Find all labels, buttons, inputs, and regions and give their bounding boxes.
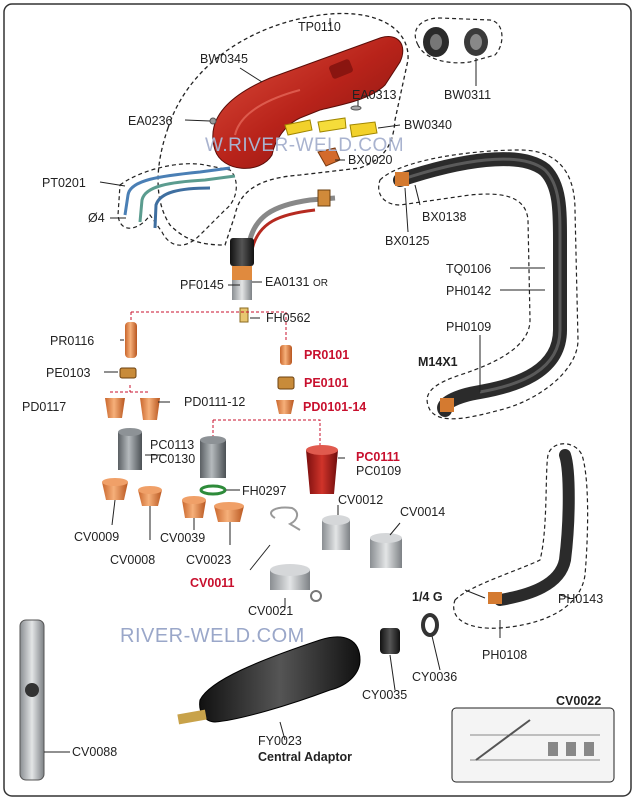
label-pe0103: PE0103 xyxy=(46,366,91,380)
label-pc0130: PC0130 xyxy=(150,452,196,466)
label-bw0340: BW0340 xyxy=(404,118,452,132)
label-quarter-g: 1/4 G xyxy=(412,590,443,604)
label-ph0142: PH0142 xyxy=(446,284,492,298)
label-ea0131-code: EA0131 xyxy=(265,275,310,289)
label-m14x1: M14X1 xyxy=(418,355,458,369)
label-ph0108: PH0108 xyxy=(482,648,528,662)
label-bx0020: BX0020 xyxy=(348,153,393,167)
label-bx0125: BX0125 xyxy=(385,234,430,248)
label-ea0131: EA0131 OR xyxy=(265,275,328,291)
label-pc0111: PC0111 xyxy=(356,450,400,464)
label-pr0116: PR0116 xyxy=(50,334,95,348)
label-central-adaptor: Central Adaptor xyxy=(258,750,352,764)
label-pt0201: PT0201 xyxy=(42,176,86,190)
label-cv0009: CV0009 xyxy=(74,530,120,544)
label-cy0036: CY0036 xyxy=(412,670,458,684)
watermark-top: W.RIVER-WELD.COM xyxy=(205,135,405,156)
label-ph0143: PH0143 xyxy=(558,592,604,606)
label-cv0021: CV0021 xyxy=(248,604,294,618)
lower-hose-outline xyxy=(453,443,589,629)
label-ea0313: EA0313 xyxy=(352,88,397,102)
label-dia4: Ø4 xyxy=(88,211,105,225)
label-pr0101: PR0101 xyxy=(304,348,350,362)
label-ea0131-or: OR xyxy=(312,278,328,289)
label-pc0113: PC0113 xyxy=(150,438,195,452)
label-fy0023: FY0023 xyxy=(258,734,302,748)
label-cv0014: CV0014 xyxy=(400,505,446,519)
label-ea0236: EA0236 xyxy=(128,114,173,128)
label-pc0109: PC0109 xyxy=(356,464,402,478)
label-bw0311: BW0311 xyxy=(444,88,492,102)
label-cv0023: CV0023 xyxy=(186,553,232,567)
label-cv0011: CV0011 xyxy=(190,576,235,590)
hose-outline xyxy=(378,149,579,420)
watermark-bottom: RIVER-WELD.COM xyxy=(120,625,305,647)
label-pd0117: PD0117 xyxy=(22,400,67,414)
label-cv0012: CV0012 xyxy=(338,493,384,507)
label-cv0039: CV0039 xyxy=(160,531,206,545)
label-ph0109: PH0109 xyxy=(446,320,492,334)
label-pd0101-14: PD0101-14 xyxy=(303,400,367,414)
label-tp0110: TP0110 xyxy=(298,20,341,34)
label-pd0111-12: PD0111-12 xyxy=(184,395,246,409)
label-pe0101: PE0101 xyxy=(304,376,349,390)
torch-handle xyxy=(212,36,404,169)
label-cv0008: CV0008 xyxy=(110,553,156,567)
label-cv0088: CV0088 xyxy=(72,745,118,759)
label-pf0145: PF0145 xyxy=(180,278,224,292)
label-cy0035: CY0035 xyxy=(362,688,408,702)
diagram-frame xyxy=(3,3,632,797)
label-tq0106: TQ0106 xyxy=(446,262,492,276)
label-fh0297: FH0297 xyxy=(242,484,287,498)
label-cv0022: CV0022 xyxy=(556,694,602,708)
label-fh0562: FH0562 xyxy=(266,311,311,325)
label-bw0345: BW0345 xyxy=(200,52,248,66)
label-bx0138: BX0138 xyxy=(422,210,467,224)
bw0311-outline xyxy=(414,17,503,64)
head-group-outline xyxy=(157,12,409,246)
trigger-button xyxy=(329,59,353,79)
